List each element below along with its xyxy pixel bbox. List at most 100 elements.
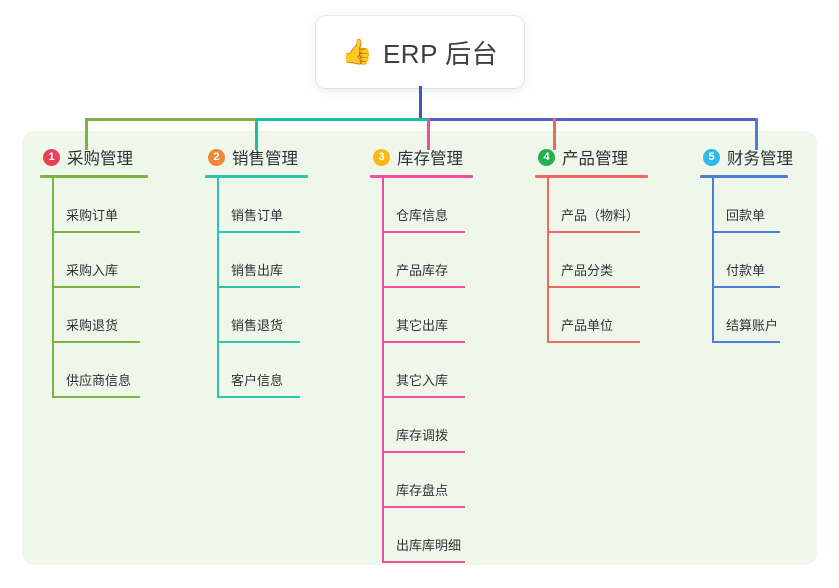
branch-item-label: 销售退货 (231, 318, 284, 333)
branch-item-underline (52, 341, 140, 343)
branch-header-underline (40, 175, 148, 178)
branch-title: 库存管理 (397, 150, 463, 168)
branch-title: 财务管理 (727, 150, 793, 168)
branch-item-underline (547, 286, 640, 288)
branch-header-underline (700, 175, 788, 178)
branch-header-underline (205, 175, 308, 178)
branch-item[interactable]: 其它出库 (382, 288, 515, 343)
branch-item-underline (382, 286, 465, 288)
branch-title: 采购管理 (67, 150, 133, 168)
branch-title: 产品管理 (562, 150, 628, 168)
branch-item-list: 仓库信息产品库存其它出库其它入库库存调拨库存盘点出库库明细 (370, 178, 515, 563)
branch-item-label: 采购入库 (66, 263, 119, 278)
branch-item-list: 回款单付款单结算账户 (700, 178, 830, 343)
branch-column-1: 1 采购管理采购订单采购入库采购退货供应商信息 (40, 145, 190, 398)
branch-item[interactable]: 销售退货 (217, 288, 350, 343)
branch-number-badge: 3 (373, 148, 390, 166)
branch-item-underline (217, 231, 300, 233)
branch-item-underline (382, 451, 465, 453)
branch-item[interactable]: 库存盘点 (382, 453, 515, 508)
drop-3-connector (427, 118, 430, 150)
branch-item[interactable]: 产品库存 (382, 233, 515, 288)
branch-spine (217, 178, 219, 398)
branch-item-label: 付款单 (726, 263, 766, 278)
branch-item-label: 产品单位 (561, 318, 614, 333)
branch-item-label: 采购退货 (66, 318, 119, 333)
root-title: ERP 后台 (382, 38, 499, 69)
branch-item-label: 结算账户 (726, 318, 779, 333)
branch-item[interactable]: 结算账户 (712, 288, 830, 343)
branch-item[interactable]: 付款单 (712, 233, 830, 288)
branch-item-label: 库存盘点 (396, 483, 449, 498)
branch-header-2[interactable]: 2 销售管理 (205, 145, 350, 169)
branch-number-badge: 1 (43, 148, 60, 166)
branch-item-label: 其它入库 (396, 373, 449, 388)
branch-item-underline (52, 286, 140, 288)
root-node[interactable]: 👍 ERP 后台 (316, 16, 524, 88)
branch-header-3[interactable]: 3 库存管理 (370, 145, 515, 169)
branch-header-1[interactable]: 1 采购管理 (40, 145, 190, 169)
branch-number-badge: 4 (538, 148, 555, 166)
drop-5-connector (755, 118, 758, 150)
branch-item[interactable]: 采购退货 (52, 288, 190, 343)
branch-spine (547, 178, 549, 343)
branch-item[interactable]: 供应商信息 (52, 343, 190, 398)
branch-item-underline (712, 341, 780, 343)
branch-item-underline (217, 286, 300, 288)
branch-header-underline (370, 175, 473, 178)
branch-item[interactable]: 其它入库 (382, 343, 515, 398)
branch-item-underline (217, 396, 300, 398)
branch-item-underline (217, 341, 300, 343)
branch-item-underline (382, 231, 465, 233)
branch-item-underline (382, 506, 465, 508)
branch-spine (712, 178, 714, 343)
branch-item-list: 销售订单销售出库销售退货客户信息 (205, 178, 350, 398)
branch-number-badge: 2 (208, 148, 225, 166)
branch-column-3: 3 库存管理仓库信息产品库存其它出库其它入库库存调拨库存盘点出库库明细 (370, 145, 515, 563)
branch-item-underline (52, 231, 140, 233)
thumbs-up-icon: 👍 (341, 37, 373, 66)
drop-1-connector (85, 118, 88, 150)
branch-spine (382, 178, 384, 563)
branch-item-list: 采购订单采购入库采购退货供应商信息 (40, 178, 190, 398)
branch-item-label: 回款单 (726, 208, 766, 223)
branch-item-underline (382, 341, 465, 343)
branch-item-underline (382, 561, 465, 563)
branch-title: 销售管理 (232, 150, 298, 168)
branch-item[interactable]: 回款单 (712, 178, 830, 233)
branch-item[interactable]: 产品单位 (547, 288, 690, 343)
branch-item-label: 销售订单 (231, 208, 284, 223)
branch-item[interactable]: 出库库明细 (382, 508, 515, 563)
branch-column-4: 4 产品管理产品（物料） 产品分类产品单位 (535, 145, 690, 343)
branch-item-label: 其它出库 (396, 318, 449, 333)
branch-header-underline (535, 175, 648, 178)
content-panel (22, 131, 817, 565)
branch-spine (52, 178, 54, 398)
branch-item[interactable]: 采购订单 (52, 178, 190, 233)
branch-column-2: 2 销售管理销售订单销售出库销售退货客户信息 (205, 145, 350, 398)
branch-item[interactable]: 采购入库 (52, 233, 190, 288)
branch-item-label: 产品分类 (561, 263, 614, 278)
branch-item[interactable]: 产品分类 (547, 233, 690, 288)
branch-item-label: 采购订单 (66, 208, 119, 223)
branch-item-underline (547, 231, 640, 233)
branch-item-underline (382, 396, 465, 398)
branch-header-4[interactable]: 4 产品管理 (535, 145, 690, 169)
branch-item[interactable]: 客户信息 (217, 343, 350, 398)
branch-item[interactable]: 库存调拨 (382, 398, 515, 453)
branch-item-underline (52, 396, 140, 398)
branch-item[interactable]: 产品（物料） (547, 178, 690, 233)
branch-item[interactable]: 销售订单 (217, 178, 350, 233)
branch-item-underline (547, 341, 640, 343)
branch-item[interactable]: 销售出库 (217, 233, 350, 288)
branch-item-underline (712, 231, 780, 233)
bus-blue-connector (427, 118, 757, 121)
root-stem-connector (419, 86, 422, 118)
branch-item[interactable]: 仓库信息 (382, 178, 515, 233)
branch-item-label: 客户信息 (231, 373, 284, 388)
bus-teal-connector (255, 118, 428, 121)
drop-2-connector (255, 118, 258, 150)
